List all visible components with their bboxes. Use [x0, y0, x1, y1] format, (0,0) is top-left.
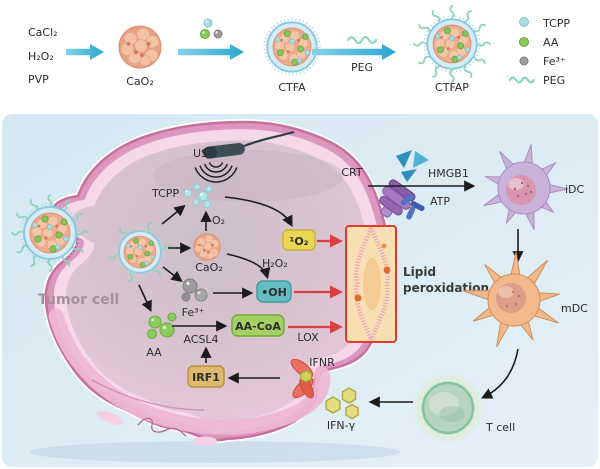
intracellular-cao2-label: CaO₂: [195, 261, 223, 274]
reagent-pvp: PVP: [28, 73, 49, 86]
black-arrows: [138, 180, 524, 408]
arrow-step1: [66, 44, 104, 60]
reagent-cacl2: CaCl₂: [28, 26, 58, 39]
t-cell: [412, 372, 484, 444]
red-arrows: [288, 234, 343, 334]
tcpp-label: TCPP: [151, 187, 179, 200]
legend-fe-label: Fe³⁺: [543, 55, 566, 68]
lipid-peroxidation-box: [345, 225, 397, 343]
acsl4-label: ACSL4: [183, 333, 218, 346]
probe-cable: [243, 130, 295, 148]
lipid-peroxidation-label-1: Lipid: [403, 265, 436, 279]
ctfap-label: CTFAP: [435, 81, 469, 94]
tumor-cell-label: Tumor cell: [38, 292, 119, 308]
arrow-mdc-to-tcell: [480, 348, 519, 399]
membrane-highlight-2: [193, 436, 217, 446]
oh-label: •OH: [261, 286, 287, 299]
arrow-cao2-to-oh: [226, 253, 271, 280]
peg-squiggle-step3: [347, 36, 377, 44]
cao2-label: CaO₂: [126, 75, 154, 88]
lipid-damage-1: [383, 266, 391, 274]
tcell-label: T cell: [485, 421, 515, 434]
ultrasound-probe: [194, 130, 295, 183]
mdc-label: mDC: [561, 302, 588, 315]
fold-line-2: [137, 417, 187, 437]
fe-label: Fe³⁺: [182, 306, 205, 319]
lox-label: LOX: [297, 331, 319, 344]
aa-molecules: [147, 312, 177, 339]
cao2-particle: [118, 25, 162, 69]
fe-ions: [181, 278, 208, 302]
hmgb1-molecules: [396, 150, 429, 182]
legend-tcpp-icon: [519, 17, 529, 27]
legend-fe-icon: [519, 56, 529, 66]
reagent-h2o2: H₂O₂: [28, 50, 54, 63]
ifnr-label: IFNR: [309, 356, 335, 369]
atp-label: ATP: [430, 195, 450, 208]
ifng-label: IFN-γ: [327, 419, 356, 432]
membrane-highlight-1: [96, 411, 124, 425]
o2-label: O₂: [212, 214, 225, 227]
legend-peg-icon: [509, 76, 535, 84]
lipid-strand-right: [368, 227, 390, 341]
ingredient-dots: [200, 18, 223, 39]
aa-label: AA: [146, 346, 162, 359]
legend-tcpp-label: TCPP: [542, 17, 570, 30]
arrow-np-to-tcpp: [161, 204, 186, 225]
legend: TCPP AA Fe³⁺ PEG: [509, 17, 570, 87]
lipid-damage-3: [381, 243, 387, 249]
arrow-np-to-aa: [138, 284, 152, 313]
fold-line-1: [91, 379, 205, 411]
arrow-step2: [178, 44, 244, 60]
aacoa-label: AA-CoA: [235, 320, 281, 333]
peg-arrow-label: PEG: [351, 61, 373, 74]
idc-cell: [483, 144, 569, 231]
atp-molecules: [400, 193, 425, 220]
cell-interior: [66, 140, 371, 422]
hmgb1-label: HMGB1: [428, 167, 469, 180]
synthesis-row: CaCl₂ H₂O₂ PVP CaO₂ CTFA PEG: [28, 5, 570, 94]
arrow-tcpp-to-singlet: [224, 196, 293, 227]
crt-label: CRT: [341, 166, 363, 179]
legend-peg-label: PEG: [543, 74, 565, 87]
legend-aa-icon: [519, 37, 529, 47]
singlet-o2-box: [282, 229, 316, 251]
cell-shadow: [30, 441, 400, 463]
us-label: US: [193, 147, 208, 160]
ctfa-label: CTFA: [278, 81, 306, 94]
ultrasound-waves: [194, 162, 238, 183]
lipid-damage-2: [354, 294, 362, 302]
interior-shading: [153, 150, 343, 202]
idc-label: iDC: [565, 183, 585, 196]
lipid-strand-left: [354, 227, 374, 341]
irf1-label: IRF1: [192, 371, 220, 384]
cell-bottom-fold: [48, 308, 331, 435]
singlet-o2-label: ¹O₂: [290, 235, 309, 248]
h2o2-label: H₂O₂: [262, 257, 288, 270]
ifnr-receptor: [290, 358, 314, 399]
intracellular-cao2: [193, 233, 221, 261]
legend-aa-label: AA: [543, 36, 559, 49]
aacoa-box: [231, 314, 285, 337]
oh-box: [256, 280, 292, 303]
irf1-box: [187, 365, 225, 388]
arrow-step3: [312, 44, 396, 60]
mdc-cell: [462, 251, 560, 348]
ctfap-particle: [413, 5, 491, 83]
arrow-np-to-fe: [162, 266, 183, 283]
ifng-molecules: [325, 387, 359, 420]
ctfa-particle: [263, 18, 321, 76]
tumor-cell: [42, 118, 393, 446]
tcpp-molecules: [183, 183, 213, 208]
